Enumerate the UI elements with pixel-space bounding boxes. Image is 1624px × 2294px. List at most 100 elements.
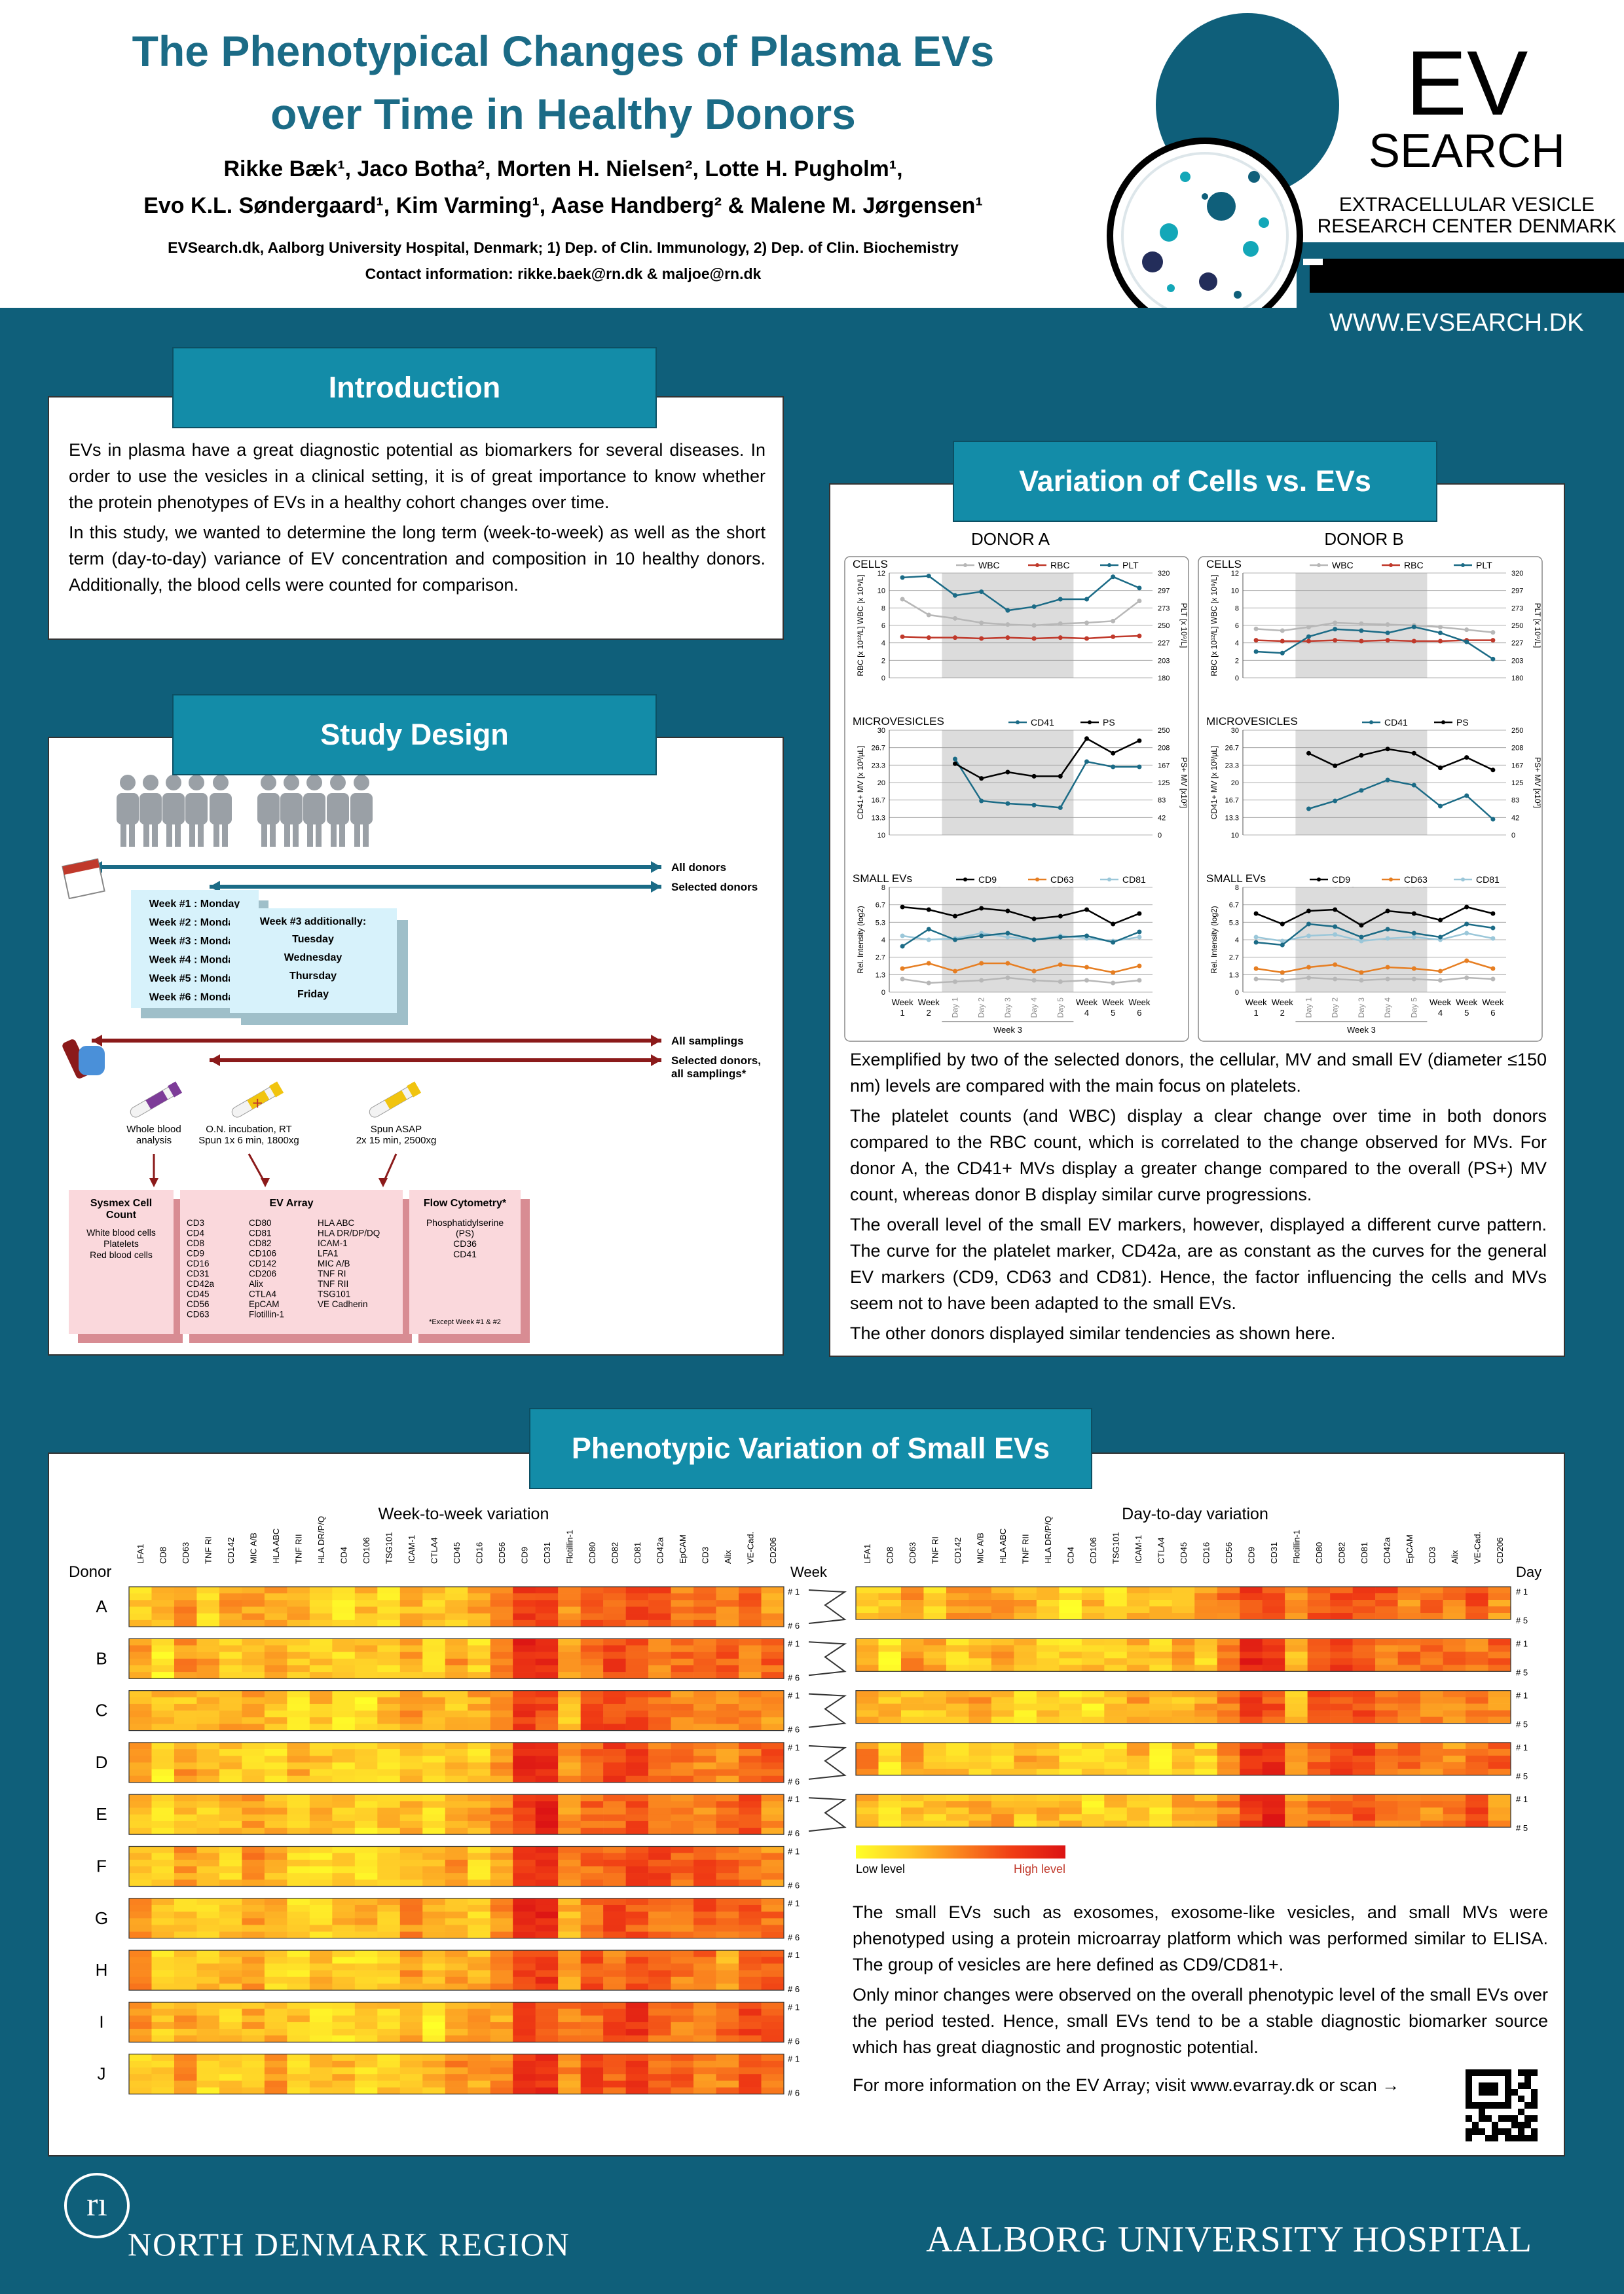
heatmap-cell <box>264 1769 287 1777</box>
heatmap-cell-d2d <box>1172 1748 1195 1756</box>
heatmap-cell <box>422 2022 446 2029</box>
heatmap-cell <box>558 1724 581 1731</box>
website-link[interactable]: WWW.EVSEARCH.DK <box>1329 309 1584 337</box>
heatmap-cell <box>693 1807 716 1815</box>
heatmap-cell-d2d <box>1262 1600 1285 1607</box>
heatmap-cell <box>354 2022 378 2029</box>
heatmap-cell <box>625 1645 649 1652</box>
heatmap-cell <box>264 1775 287 1783</box>
heatmap-cell <box>716 1697 739 1705</box>
heatmap-cell <box>558 2035 581 2043</box>
data-point-CD42a <box>900 944 905 949</box>
heatmap-cell <box>332 2067 356 2075</box>
heatmap-cell <box>625 1672 649 1679</box>
qr-module <box>1511 2115 1518 2122</box>
heatmap-cell <box>693 1866 716 1874</box>
heatmap-cell-d2d <box>1443 1613 1466 1620</box>
heatmap-cell <box>264 1814 287 1822</box>
heatmap-cell <box>558 1918 581 1925</box>
heatmap-cell <box>739 1853 762 1860</box>
heatmap-cell-d2d <box>1375 1814 1398 1821</box>
heatmap-cell <box>174 2081 197 2088</box>
heatmap-cell <box>332 1898 356 1906</box>
heatmap-cell-d2d <box>1104 1645 1128 1652</box>
heatmap-cell-d2d <box>1488 1638 1511 1646</box>
heatmap-cell <box>287 1717 310 1724</box>
legend-dot <box>1389 878 1393 881</box>
qr-module <box>1492 2069 1498 2076</box>
heatmap-cell-d2d <box>991 1814 1014 1821</box>
person-head <box>284 775 299 790</box>
qr-module <box>1505 2082 1511 2089</box>
heatmap-cell <box>468 1749 491 1756</box>
heatmap-cell <box>580 1873 604 1880</box>
heatmap-cell-d2d <box>1104 1755 1128 1763</box>
heatmap-cell <box>513 1638 536 1646</box>
heatmap-cell <box>264 1957 287 1964</box>
series-line-PS <box>954 737 1140 779</box>
heatmap-cell <box>716 1711 739 1718</box>
week-label: Week #2 : Monday <box>149 917 240 929</box>
data-point-PS <box>1084 736 1089 741</box>
heatmap-cell <box>490 1963 513 1970</box>
heatmap-cell <box>287 1711 310 1718</box>
marker-header: Flotillin-1 <box>564 1530 574 1564</box>
heatmap-cell <box>377 1703 401 1711</box>
heatmap-cell <box>468 2035 491 2043</box>
heatmap-cell <box>603 1898 626 1906</box>
heatmap-cell <box>603 1828 626 1835</box>
heatmap-cell <box>377 1600 401 1607</box>
data-point-CD81 <box>1137 934 1142 940</box>
qr-module <box>1518 2082 1524 2089</box>
heatmap-cell <box>174 1807 197 1815</box>
series-line-CD45 <box>1256 976 1493 982</box>
heatmap-border-d2d <box>855 1690 1511 1724</box>
heatmap-cell-d2d <box>1172 1665 1195 1672</box>
heatmap-cell <box>468 1665 491 1673</box>
heatmap-cell <box>625 1873 649 1880</box>
evarray-marker: CD45 <box>187 1289 210 1299</box>
heatmap-cell <box>693 1821 716 1828</box>
heatmap-cell <box>332 1769 356 1777</box>
heatmap-cell <box>422 2081 446 2088</box>
heatmap-cell <box>603 1756 626 1763</box>
legend-dot <box>1107 563 1111 567</box>
heatmap-cell <box>648 1801 671 1808</box>
heatmap-cell <box>739 1983 762 1991</box>
heatmap-cell <box>445 1898 468 1906</box>
heatmap-cell-d2d <box>856 1794 879 1802</box>
heatmap-cell-d2d <box>1059 1755 1082 1763</box>
heatmap-cell <box>716 1931 739 1939</box>
heatmap-cell-d2d <box>900 1742 924 1750</box>
data-point-CD45 <box>1031 978 1037 983</box>
heatmap-cell <box>739 1652 762 1659</box>
title-line-2: over Time in Healthy Donors <box>270 90 856 138</box>
heatmap-cell <box>693 1976 716 1984</box>
data-point-PS <box>1005 769 1010 775</box>
heatmap-cell <box>242 2002 265 2009</box>
heatmap-cell-d2d <box>1081 1587 1105 1594</box>
connector <box>808 1589 847 1624</box>
heatmap-cell <box>422 1703 446 1711</box>
heatmap-cell <box>535 1828 559 1835</box>
heatmap-cell <box>580 1724 604 1731</box>
heatmap-cell-d2d <box>1285 1807 1308 1815</box>
heatmap-cell <box>468 1638 491 1646</box>
tick-label-right: 250 <box>1158 727 1170 735</box>
heatmap-cell <box>625 1652 649 1659</box>
heatmap-cell-d2d <box>1014 1755 1037 1763</box>
donor-label: B <box>96 1648 107 1668</box>
heatmap-cell <box>445 1879 468 1887</box>
heatmap-cell <box>739 1769 762 1777</box>
heatmap-cell <box>287 1853 310 1860</box>
heatmap-cell-d2d <box>1240 1703 1263 1711</box>
heatmap-cell <box>264 2067 287 2075</box>
qr-module <box>1518 2109 1524 2115</box>
heatmap-cell <box>445 1950 468 1957</box>
qr-code[interactable] <box>1466 2069 1538 2141</box>
heatmap-cell <box>264 1931 287 1939</box>
legend-dot <box>1461 878 1465 881</box>
heatmap-cell <box>761 1697 784 1705</box>
heatmap-cell <box>693 1769 716 1777</box>
panel-label: SMALL EVs <box>853 872 912 885</box>
